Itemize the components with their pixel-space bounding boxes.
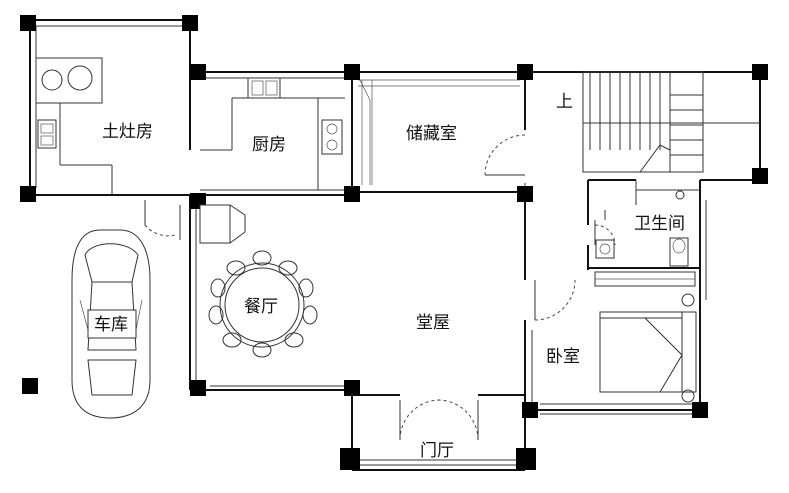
label-kitchen: 厨房: [252, 135, 286, 155]
bed: [599, 293, 697, 403]
label-bedroom: 卧室: [546, 347, 580, 367]
staircase: [582, 71, 760, 173]
label-storage: 储藏室: [406, 124, 457, 144]
pillars: [20, 15, 768, 470]
label-bathroom: 卫生间: [634, 214, 685, 234]
label-hall: 堂屋: [416, 313, 450, 333]
garage-label-box: [87, 309, 137, 339]
label-stove-room: 土灶房: [102, 122, 153, 142]
doors: [144, 134, 637, 441]
dining-table: [208, 250, 318, 358]
room-labels: 土灶房 厨房 储藏室 上 卫生间 餐厅 堂屋 卧室 门厅 车库: [87, 92, 685, 461]
label-garage: 车库: [94, 315, 128, 335]
label-stairs-up: 上: [556, 92, 573, 112]
walls: [25, 19, 761, 471]
label-entrance: 门厅: [420, 441, 454, 461]
fixtures: [35, 57, 689, 267]
label-dining: 餐厅: [244, 297, 278, 317]
